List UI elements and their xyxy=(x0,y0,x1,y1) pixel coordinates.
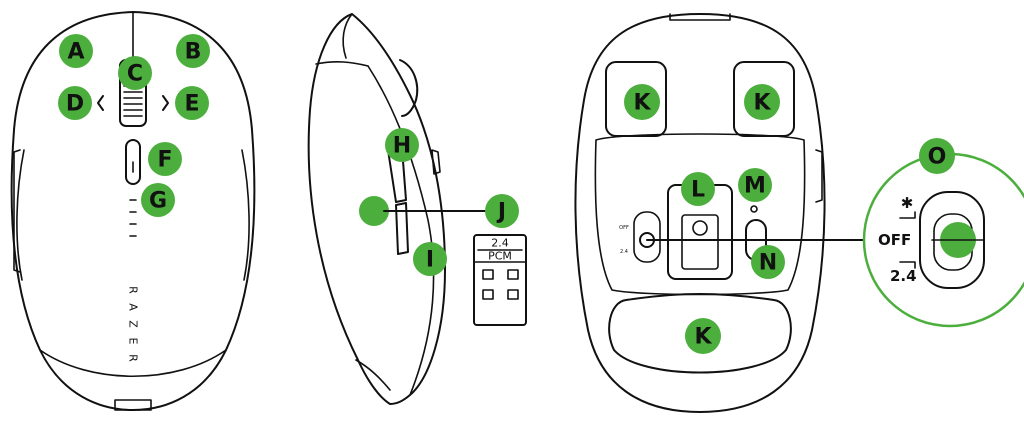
mouse-top-view: R A Z E R xyxy=(10,11,256,411)
callout-c: C xyxy=(118,56,152,90)
callout-k-right: K xyxy=(744,84,780,120)
callout-a: A xyxy=(59,34,93,68)
svg-text:N: N xyxy=(759,251,777,276)
switch-zoom-detail: ✱ OFF 2.4 xyxy=(862,152,1024,328)
brand-letter: R xyxy=(127,354,140,362)
svg-text:J: J xyxy=(496,200,506,225)
svg-text:H: H xyxy=(393,134,411,159)
switch-small-off: OFF xyxy=(619,225,629,231)
brand-letter: Z xyxy=(127,320,140,328)
switch-zoom-24-label: 2.4 xyxy=(890,267,917,285)
brand-letter: R xyxy=(127,286,140,294)
svg-text:I: I xyxy=(426,248,434,273)
callout-g: G xyxy=(141,183,175,217)
callout-n: N xyxy=(751,245,785,279)
svg-text:K: K xyxy=(753,91,771,116)
callout-o: O xyxy=(919,138,955,174)
svg-text:O: O xyxy=(928,145,947,170)
usb-dongle: 2.4 PCM xyxy=(473,234,527,326)
svg-text:A: A xyxy=(67,40,84,65)
callout-k-bottom: K xyxy=(685,318,721,354)
callout-hidden-button xyxy=(359,196,389,226)
svg-text:G: G xyxy=(149,189,167,214)
svg-text:L: L xyxy=(691,178,705,203)
svg-text:F: F xyxy=(157,148,172,173)
callout-d: D xyxy=(58,86,92,120)
callout-f: F xyxy=(148,142,182,176)
callout-h: H xyxy=(385,128,419,162)
brand-letter: E xyxy=(127,338,140,345)
callout-j: J xyxy=(485,194,519,228)
switch-small-24: 2.4 xyxy=(620,249,628,255)
svg-text:E: E xyxy=(184,92,199,117)
svg-text:K: K xyxy=(694,325,712,350)
callout-l: L xyxy=(681,172,715,206)
brand-wordmark: R A Z E R xyxy=(127,286,140,362)
brand-letter: A xyxy=(127,303,140,311)
mouse-side-view xyxy=(307,13,446,405)
callout-m: M xyxy=(738,168,772,202)
svg-text:B: B xyxy=(185,40,202,65)
mouse-bottom-view: OFF 2.4 xyxy=(574,13,951,413)
dongle-label-rate: 2.4 xyxy=(491,237,509,250)
callout-e: E xyxy=(175,86,209,120)
svg-text:M: M xyxy=(744,174,766,199)
svg-text:C: C xyxy=(127,62,143,87)
callout-b: B xyxy=(176,34,210,68)
callout-k-left: K xyxy=(624,84,660,120)
svg-text:K: K xyxy=(633,91,651,116)
dongle-label-pcm: PCM xyxy=(488,250,512,263)
svg-text:D: D xyxy=(66,92,84,117)
bluetooth-icon: ✱ xyxy=(901,194,914,212)
callout-i: I xyxy=(413,242,447,276)
switch-zoom-off-label: OFF xyxy=(878,231,911,249)
